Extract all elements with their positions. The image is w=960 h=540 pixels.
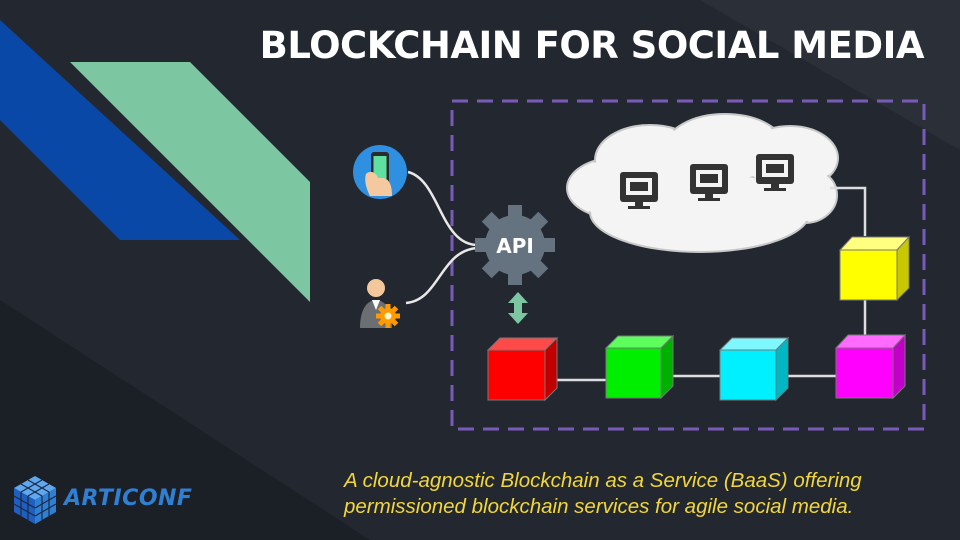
block-green: [604, 334, 675, 400]
smartphone-hand-icon: [353, 145, 407, 199]
api-gear-icon: API: [475, 205, 555, 285]
user-to-api-connector: [405, 246, 479, 305]
background-shard-top-right: [700, 0, 960, 150]
accent-blue-stripe: [0, 20, 240, 240]
computer-monitor-icon: [690, 164, 728, 201]
accent-green-stripe: [70, 62, 310, 302]
user-gear-icon: [360, 279, 400, 328]
brand-wordmark: ARTICONF: [64, 486, 193, 511]
api-label: API: [496, 234, 534, 258]
blockchain-network-boundary: [450, 99, 926, 431]
slide-title: BLOCKCHAIN FOR SOCIAL MEDIA: [259, 24, 925, 67]
block-yellow: [838, 235, 911, 302]
caption-line-1: A cloud-agnostic Blockchain as a Service…: [344, 469, 862, 492]
computer-monitor-icon: [756, 154, 794, 191]
caption-line-2: permissioned blockchain services for agi…: [344, 495, 854, 518]
computer-monitor-icon: [620, 172, 658, 209]
block-magenta: [834, 333, 907, 400]
articonf-cube-logo: [13, 476, 57, 524]
slide-caption: A cloud-agnostic Blockchain as a Service…: [344, 468, 944, 520]
phone-to-api-connector: [407, 170, 479, 247]
block-cyan: [718, 336, 790, 402]
bidirectional-arrow-icon: [508, 292, 528, 324]
block-red: [486, 336, 559, 402]
background-shard-bottom: [0, 300, 370, 540]
